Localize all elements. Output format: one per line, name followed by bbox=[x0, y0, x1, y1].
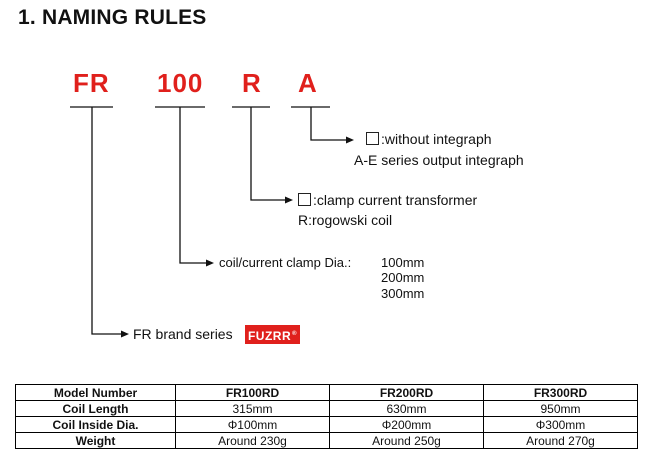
integraph-line1: :without integraph bbox=[381, 131, 492, 147]
dia-value-3: 300mm bbox=[381, 286, 425, 301]
transformer-line2: R:rogowski coil bbox=[298, 212, 393, 228]
table-row: Coil Length 315mm 630mm 950mm bbox=[15, 400, 638, 417]
connector-100 bbox=[179, 107, 208, 264]
table-cell: Φ300mm bbox=[483, 416, 638, 433]
arrow-r bbox=[285, 196, 293, 204]
header-cell: FR200RD bbox=[329, 384, 484, 401]
blank-box-icon bbox=[298, 193, 311, 206]
table-cell: Φ100mm bbox=[175, 416, 330, 433]
dia-value-2: 200mm bbox=[381, 270, 425, 285]
dia-value-1: 100mm bbox=[381, 255, 425, 270]
connector-a bbox=[310, 107, 348, 141]
transformer-description: :clamp current transformer bbox=[298, 192, 477, 209]
table-cell: 630mm bbox=[329, 400, 484, 417]
table-row: Coil Inside Dia. Φ100mm Φ200mm Φ300mm bbox=[15, 416, 638, 433]
code-r: R bbox=[242, 68, 262, 98]
arrow-100 bbox=[206, 259, 214, 267]
table-cell: Around 250g bbox=[329, 432, 484, 449]
table-cell: 315mm bbox=[175, 400, 330, 417]
code-fr: FR bbox=[73, 68, 110, 98]
table-header-row: Model Number FR100RD FR200RD FR300RD bbox=[15, 384, 638, 401]
transformer-line1: :clamp current transformer bbox=[313, 192, 478, 208]
header-cell: FR100RD bbox=[175, 384, 330, 401]
table-row: Weight Around 230g Around 250g Around 27… bbox=[15, 432, 638, 449]
integraph-description: :without integraph bbox=[366, 131, 492, 148]
integraph-line2: A-E series output integraph bbox=[354, 152, 524, 168]
code-a: A bbox=[298, 68, 318, 98]
dia-label: coil/current clamp Dia.: bbox=[219, 255, 352, 270]
table-cell: Around 230g bbox=[175, 432, 330, 449]
code-100: 100 bbox=[157, 68, 204, 98]
spec-table: Model Number FR100RD FR200RD FR300RD Coi… bbox=[15, 384, 638, 449]
arrow-a bbox=[346, 136, 354, 144]
connector-r bbox=[250, 107, 287, 201]
page-title: 1. NAMING RULES bbox=[18, 6, 207, 29]
row-label: Coil Inside Dia. bbox=[15, 416, 176, 433]
row-label: Coil Length bbox=[15, 400, 176, 417]
fuzrr-logo: FUZRR® bbox=[245, 325, 300, 344]
arrow-fr bbox=[121, 330, 129, 338]
table-cell: 950mm bbox=[483, 400, 638, 417]
table-cell: Around 270g bbox=[483, 432, 638, 449]
row-label: Weight bbox=[15, 432, 176, 449]
blank-box-icon bbox=[366, 132, 379, 145]
registered-mark: ® bbox=[292, 331, 298, 337]
header-cell: FR300RD bbox=[483, 384, 638, 401]
brand-label: FR brand series bbox=[133, 326, 233, 342]
connector-fr bbox=[91, 107, 123, 335]
logo-text: FUZRR bbox=[247, 329, 292, 343]
header-cell: Model Number bbox=[15, 384, 176, 401]
table-cell: Φ200mm bbox=[329, 416, 484, 433]
